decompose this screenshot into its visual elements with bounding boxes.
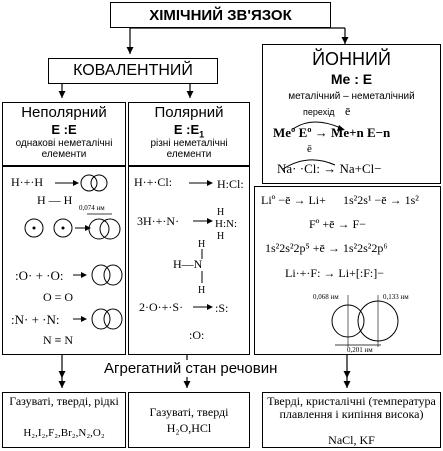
nonpolar-ex-h2: H·+·H (11, 175, 44, 189)
ionic-box: ЙОННИЙ Me : E металічний – неметалічний … (262, 44, 441, 184)
ionic-transition-arrow (282, 121, 345, 170)
polar-examples-box: H·+·Cl: 3H·+·N· H—N 2·O·+·S· H:Cl: H H:N… (128, 166, 250, 355)
polar-ex-hn: H—N (173, 257, 203, 271)
ionic-electron: ē (345, 104, 351, 118)
ionic-radii-drawing (331, 295, 399, 347)
svg-text:H: H (198, 239, 205, 250)
svg-text::O:: :O: (189, 328, 204, 342)
svg-text:H: H (198, 285, 205, 296)
ionic-ex-f-config: 1s²2s²2p⁵ +ē → 1s²2s²2p⁶ (265, 241, 388, 255)
ionic-label: ЙОННИЙ (312, 49, 391, 69)
ionic-ex-li: Liº −ē → Li+ (261, 193, 326, 207)
title-box: ХІМІЧНИЙ ЗВ'ЯЗОК (110, 2, 331, 28)
polar-ex-hcl: H·+·Cl: (134, 175, 173, 189)
svg-text::O· + ·O:: :O· + ·O: (15, 268, 64, 283)
ionic-scheme-a: Meº Eº → Me+n E−n (273, 125, 391, 140)
nonpolar-box: Неполярний E :E однакові неметалічні еле… (2, 102, 126, 166)
ionic-radius-li: 0,068 нм (313, 293, 339, 301)
ionic-formula: Me : E (330, 71, 373, 87)
ionic-ex-lif: Li·+·F: → Li+[:F:]− (285, 266, 384, 280)
svg-text:H:Cl:: H:Cl: (217, 177, 244, 191)
polar-formula-sub: 1 (199, 129, 205, 140)
nonpolar-formula: E :E (51, 122, 77, 137)
ionic-examples-box: Liº −ē → Li+ 1s²2s¹ −ē → 1s² Fº +ē → F− … (254, 186, 441, 355)
nonpolar-ex-distance: 0,074 нм (79, 204, 105, 212)
svg-text:H:N:: H:N: (215, 218, 237, 230)
svg-text:H: H (217, 207, 224, 218)
nonpolar-ex-o2: O = O (43, 290, 74, 304)
bottom-left-formula: H₂,I₂,F₂,Br₂,N₂,O₂ (23, 427, 105, 439)
svg-text:H: H (217, 231, 224, 242)
ionic-desc: металічний – неметалічний (288, 91, 415, 102)
svg-text::N· + ·N:: :N· + ·N: (11, 312, 60, 327)
polar-box: Полярний E :E1 різні неметалічні елемент… (128, 102, 250, 166)
bottom-mid-formula: H₂O,HCl (166, 421, 212, 435)
nonpolar-examples-box: H·+·H :O· + ·O: :N· + ·N: H — H 0,074 нм… (2, 166, 126, 355)
covalent-label: КОВАЛЕНТНИЙ (73, 62, 193, 79)
ionic-scheme-b: Na· ·Cl: → Na+Cl− (277, 161, 382, 176)
ionic-transition: перехід (303, 107, 335, 117)
nonpolar-ex-n2: N ≡ N (43, 333, 74, 347)
ionic-radius-f: 0,133 нм (383, 293, 409, 301)
bottom-mid-text: Газуваті, тверді (149, 405, 229, 419)
covalent-box: КОВАЛЕНТНИЙ (48, 58, 218, 84)
svg-text::S:: :S: (215, 301, 228, 315)
nonpolar-ex-h-h: H — H (37, 193, 73, 207)
polar-ex-so2: 2·O·+·S· (139, 300, 184, 314)
nonpolar-desc: однакові неметалічні елементи (15, 138, 113, 160)
ionic-radius-sum: 0,201 нм (347, 346, 373, 354)
bottom-right-box: Тверді, кристалічні (температура плавлен… (262, 392, 441, 448)
polar-formula-main: E :E (173, 122, 200, 137)
ionic-electron-b: ē (307, 143, 312, 155)
bottom-left-text: Газуваті, тверді, рідкі (9, 394, 119, 408)
polar-examples-drawing: H:Cl: H H:N: H H H :S: :O: (189, 177, 244, 342)
ionic-ex-f: Fº +ē → F− (309, 217, 366, 231)
bottom-right-formula: NaCl, KF (328, 433, 375, 447)
bottom-mid-box: Газуваті, тверді H₂O,HCl (128, 392, 250, 448)
ionic-ex-li-config: 1s²2s¹ −ē → 1s² (343, 193, 419, 207)
bottom-right-text: Тверді, кристалічні (температура плавлен… (267, 394, 436, 421)
bottom-left-box: Газуваті, тверді, рідкі H₂,I₂,F₂,Br₂,N₂,… (2, 392, 126, 448)
title-text: ХІМІЧНИЙ ЗВ'ЯЗОК (149, 7, 292, 24)
nonpolar-examples-drawing: :O· + ·O: :N· + ·N: (11, 174, 123, 330)
polar-ex-nh3: 3H·+·N· (137, 214, 180, 228)
polar-formula: E :E1 (129, 122, 249, 140)
polar-desc: різні неметалічні елементи (150, 138, 228, 160)
aggregate-label: Агрегатний стан речовин (100, 360, 282, 377)
polar-label: Полярний (154, 104, 224, 121)
nonpolar-label: Неполярний (21, 104, 107, 121)
